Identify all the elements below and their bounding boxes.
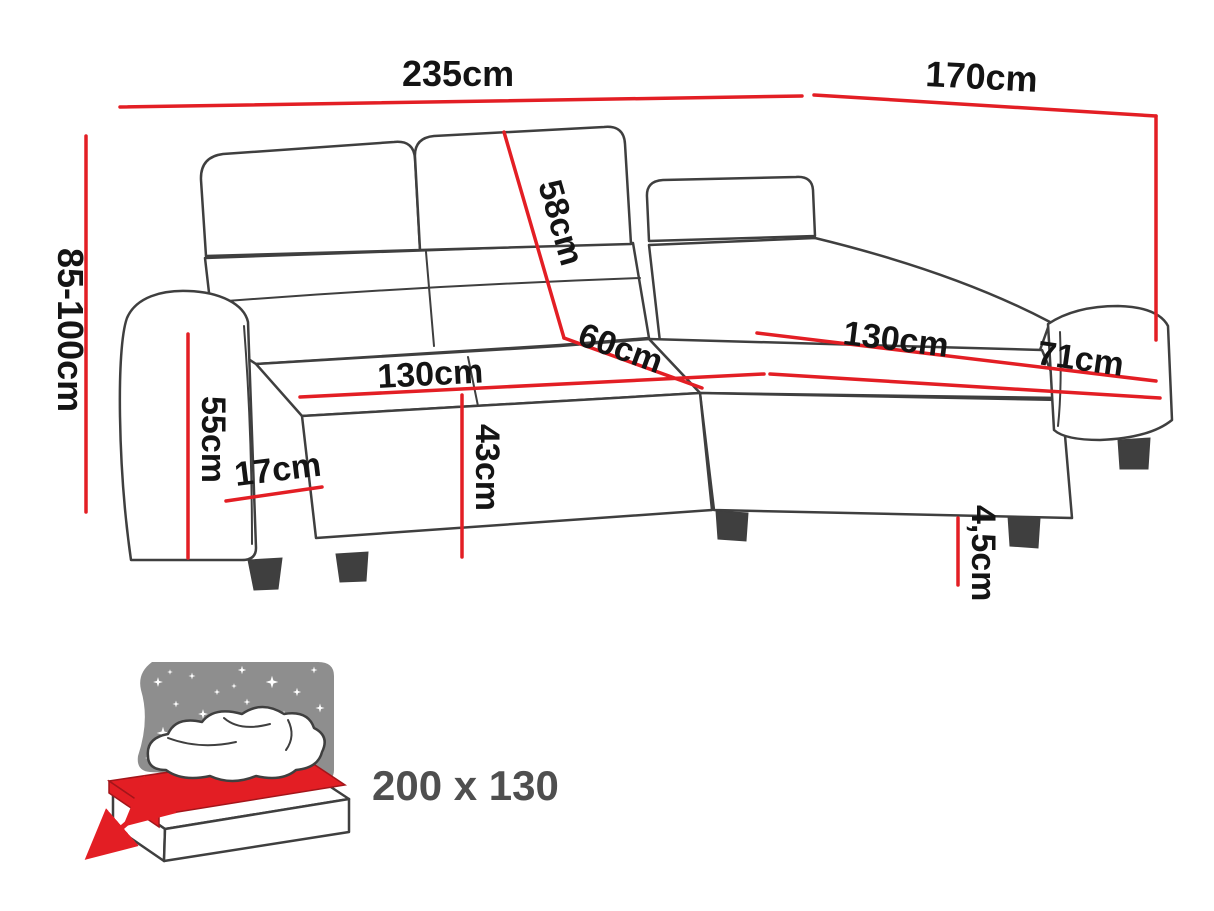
seat-cushion-seam <box>467 356 479 407</box>
sofa-leg <box>1117 437 1151 470</box>
sofa-leg <box>1007 515 1041 549</box>
armrest-right <box>1046 304 1174 442</box>
backrest-seam <box>425 251 435 347</box>
dim-line-chaise-upper <box>755 331 1158 383</box>
dim-label-seat-height: 43cm <box>468 424 506 511</box>
sleeping-function-icon: 200 x 130 <box>84 662 559 863</box>
dim-label-total-width: 235cm <box>402 53 514 94</box>
sofa-leg <box>335 551 369 583</box>
dim-line-seat-width <box>298 372 766 399</box>
bed-size-label: 200 x 130 <box>372 762 559 809</box>
dim-label-total-depth: 170cm <box>925 53 1039 100</box>
headrest-left-2 <box>413 125 633 252</box>
dim-label-leg-height: 4,5cm <box>964 505 1002 601</box>
dim-line-armrest-width <box>224 485 324 503</box>
sofa-leg <box>247 557 283 591</box>
seat-left-front-face <box>300 391 714 540</box>
dimension-lines <box>84 93 1162 587</box>
headrest-left-1 <box>199 140 422 258</box>
unfold-arrow <box>84 775 177 860</box>
duvet-fold-1 <box>167 737 237 747</box>
duvet-fold-2 <box>223 717 271 728</box>
dim-label-armrest-height: 55cm <box>194 396 232 483</box>
seat-left-surface <box>254 337 702 418</box>
backrest-seam-curve <box>213 277 641 303</box>
sofa-leg <box>715 510 749 542</box>
dim-line-backrest <box>502 130 566 340</box>
dim-line-total-depth <box>812 93 1158 118</box>
duvet-fold-3 <box>285 719 293 751</box>
armrest-right-seam <box>1057 331 1062 427</box>
dim-line-total-width <box>118 94 804 109</box>
chaise-front-face <box>698 391 1074 520</box>
headrest-right <box>645 175 817 243</box>
dim-label-seat-width: 130cm <box>376 353 484 396</box>
dim-line-chaise-lower <box>768 372 1162 400</box>
duvet <box>146 705 326 783</box>
dim-label-height-range: 85-100cm <box>50 248 91 412</box>
armrest-left-seam <box>243 325 253 545</box>
